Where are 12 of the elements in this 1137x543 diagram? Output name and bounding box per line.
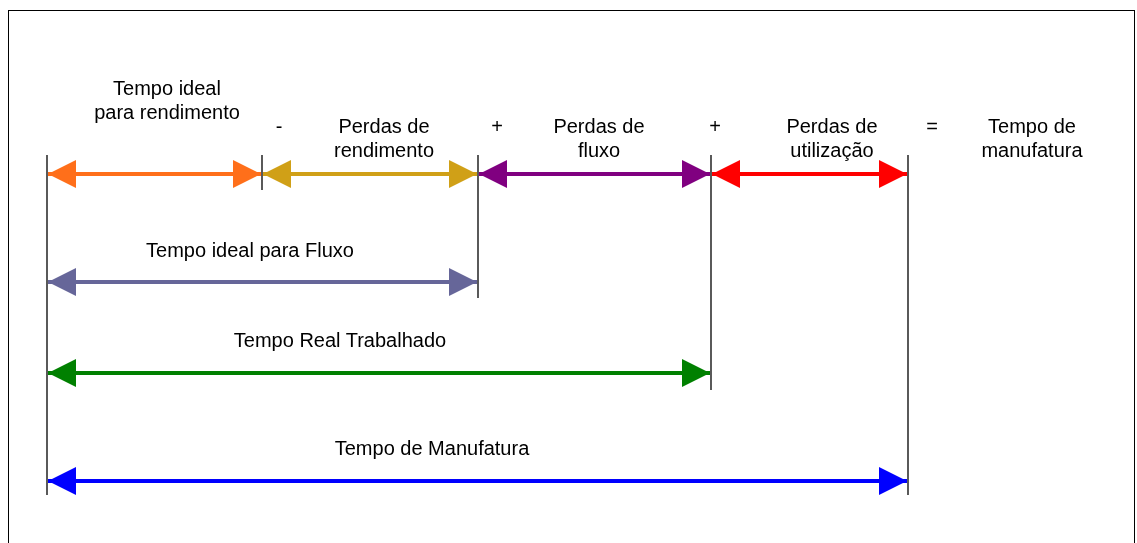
- operator-sign: +: [708, 114, 722, 138]
- dimension-label: Tempo de manufatura: [980, 114, 1084, 162]
- operator-sign: =: [925, 114, 939, 138]
- dimension-label: Perdas de rendimento: [332, 114, 436, 162]
- dimension-label: Tempo Real Trabalhado: [232, 328, 448, 352]
- dimension-label: Perdas de utilização: [785, 114, 879, 162]
- dimension-label: Perdas de fluxo: [552, 114, 646, 162]
- dimension-label: Tempo ideal para rendimento: [93, 76, 241, 124]
- dimension-label: Tempo de Manufatura: [333, 436, 531, 460]
- operator-sign: +: [490, 114, 504, 138]
- operator-sign: -: [274, 114, 284, 138]
- dimension-label: Tempo ideal para Fluxo: [145, 238, 355, 262]
